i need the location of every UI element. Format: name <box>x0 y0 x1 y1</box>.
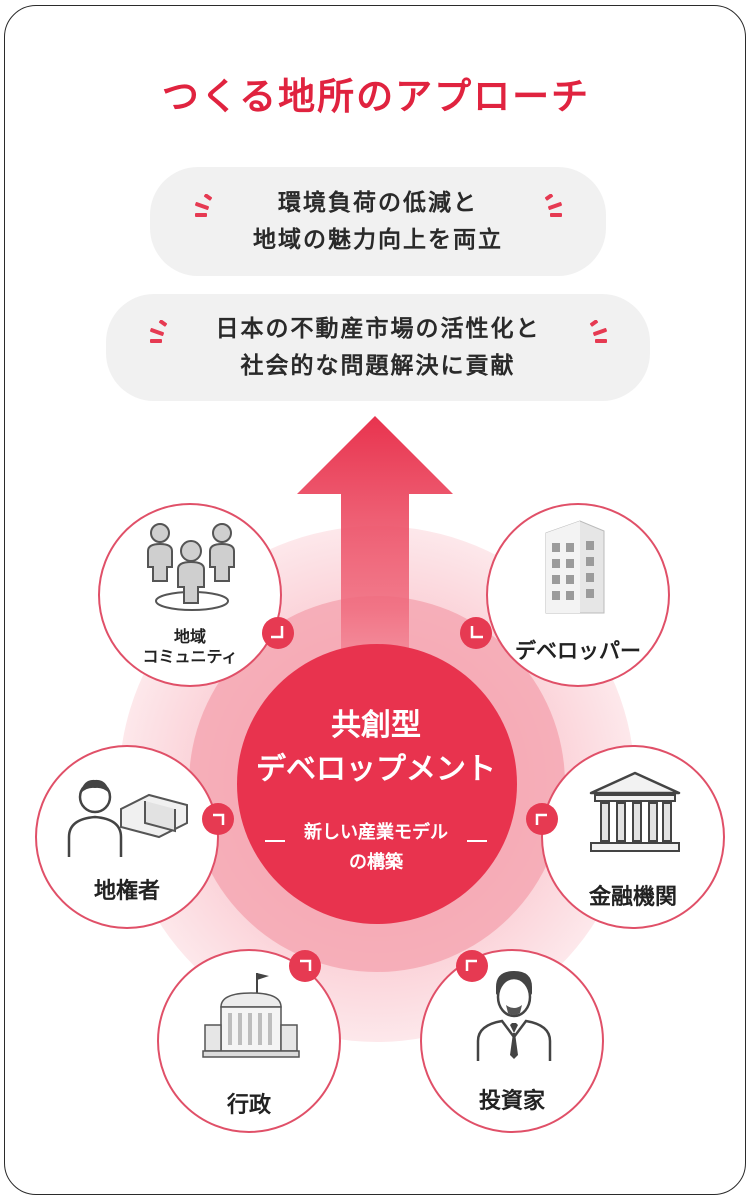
goal-line: 日本の不動産市場の活性化と <box>215 315 541 342</box>
stakeholder-investor: 投資家 <box>420 949 604 1133</box>
corner-arrow-icon <box>465 959 477 971</box>
corner-arrow-icon <box>535 813 547 825</box>
goal-line: 地域の魅力向上を両立 <box>253 226 503 253</box>
spark-icon <box>589 320 607 343</box>
connector-badge <box>526 803 558 835</box>
divider-dash <box>467 840 487 842</box>
stakeholder-label: デベロッパー <box>515 639 641 663</box>
center-subtitle-line: 新しい産業モデル <box>304 822 448 843</box>
stakeholder-landowner: 地権者 <box>35 745 219 929</box>
stakeholder-finance: 金融機関 <box>541 745 725 929</box>
stakeholder-label-line: 地域 <box>173 627 206 646</box>
stakeholder-label: 地域 コミュニティ <box>100 627 280 667</box>
stakeholder-label: 行政 <box>226 1093 271 1118</box>
person-with-land-icon <box>67 779 188 857</box>
card-frame: つくる地所のアプローチ 環境負荷の低減と 地域の魅力向上を両立 日本の不動産市場… <box>4 5 746 1195</box>
corner-arrow-icon <box>213 813 225 825</box>
goal-line: 環境負荷の低減と <box>278 189 478 216</box>
stakeholder-community: 地域 コミュニティ <box>98 503 282 687</box>
center-title: 共創型 デベロップメント <box>235 704 517 792</box>
divider-dash <box>265 840 285 842</box>
connector-badge <box>262 617 294 649</box>
spark-icon <box>544 194 562 217</box>
stakeholder-label: 投資家 <box>478 1089 545 1114</box>
center-title-line: 共創型 <box>331 708 421 743</box>
connector-badge <box>289 950 321 982</box>
people-group-icon <box>147 523 235 611</box>
up-arrow-icon <box>297 416 453 766</box>
center-subtitle: 新しい産業モデル の構築 <box>265 818 487 878</box>
spark-icon <box>150 320 168 343</box>
stakeholder-developer: デベロッパー <box>486 503 670 687</box>
corner-arrow-icon <box>470 626 483 639</box>
goal-market: 日本の不動産市場の活性化と 社会的な問題解決に貢献 <box>106 294 650 401</box>
goal-line: 社会的な問題解決に貢献 <box>240 352 516 379</box>
stakeholder-label-line: コミュニティ <box>142 647 238 666</box>
stakeholder-label: 地権者 <box>93 879 160 904</box>
connector-badge <box>456 950 488 982</box>
government-building-icon <box>202 973 300 1058</box>
office-building-icon <box>545 520 605 614</box>
spark-icon <box>195 194 213 217</box>
connector-badge <box>202 803 234 835</box>
businessman-icon <box>476 971 552 1061</box>
corner-arrow-icon <box>271 626 284 639</box>
bank-icon <box>589 771 681 852</box>
goal-environment: 環境負荷の低減と 地域の魅力向上を両立 <box>150 167 606 276</box>
corner-arrow-icon <box>300 959 312 971</box>
center-title-line: デベロップメント <box>256 752 496 787</box>
stakeholder-label: 金融機関 <box>588 885 677 910</box>
page-title: つくる地所のアプローチ <box>161 75 591 118</box>
core-circle <box>237 644 517 924</box>
connector-badge <box>460 617 492 649</box>
center-subtitle-line: の構築 <box>349 852 403 873</box>
